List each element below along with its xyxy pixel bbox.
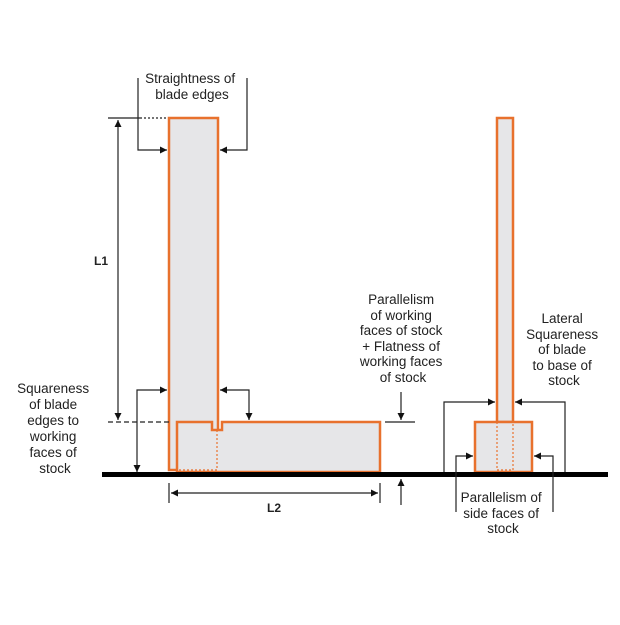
left-square — [167, 116, 382, 474]
left-stock — [175, 420, 382, 474]
left-hidden-outline — [177, 430, 218, 471]
parallelism-working-faces-label: Parallelism of working faces of stock + … — [359, 292, 446, 385]
right-hidden-outline — [496, 422, 514, 471]
squareness-label: Squareness of blade edges to working fac… — [17, 381, 93, 476]
straightness-label: Straightness of blade edges — [145, 71, 239, 102]
lateral-squareness-label: Lateral Squareness of blade to base of s… — [526, 311, 602, 388]
l1-label: L1 — [94, 254, 108, 268]
parallelism-side-faces-label: Parallelism of side faces of stock — [461, 490, 546, 536]
dimension-lines — [108, 78, 566, 512]
surface-plate-line — [102, 472, 608, 477]
right-square — [473, 116, 534, 474]
right-blade — [495, 116, 515, 424]
left-blade — [167, 116, 220, 472]
l2-label: L2 — [267, 501, 281, 515]
right-stock — [473, 420, 534, 474]
